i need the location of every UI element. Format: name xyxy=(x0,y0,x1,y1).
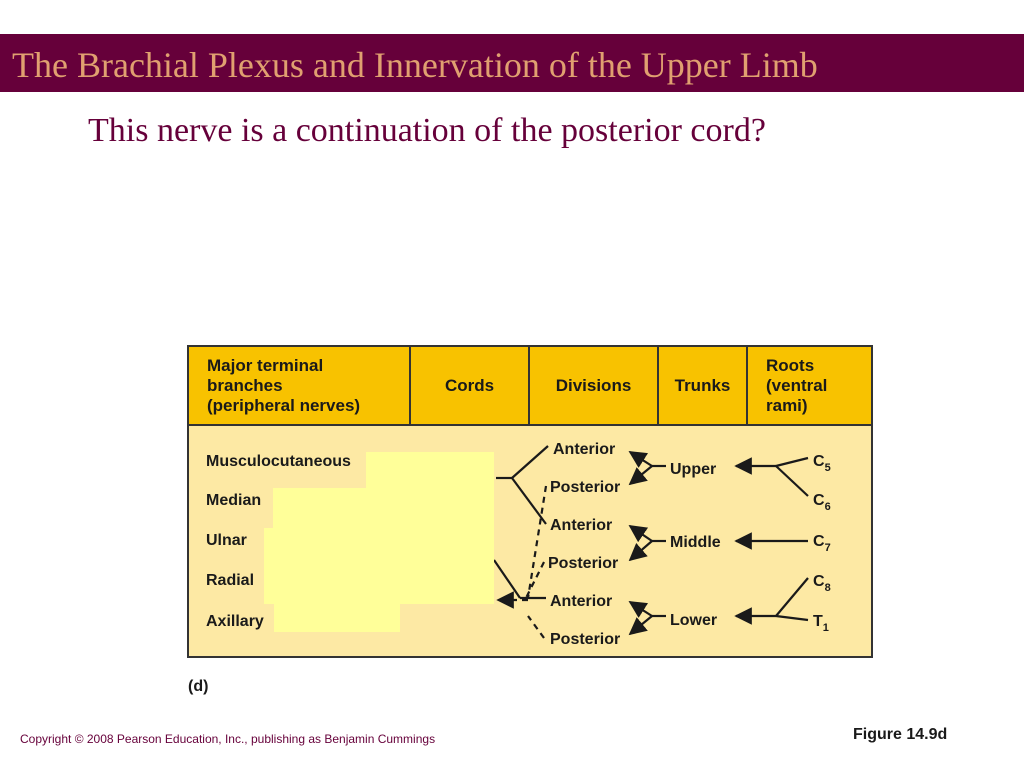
header-cords: Cords xyxy=(411,347,530,424)
header-roots: Roots (ventral rami) xyxy=(766,355,828,415)
division-posterior-middle: Posterior xyxy=(548,555,618,572)
nerve-axillary: Axillary xyxy=(206,613,264,630)
root-t1: T1 xyxy=(813,613,829,634)
slide-question: This nerve is a continuation of the post… xyxy=(88,112,766,149)
division-anterior-lower: Anterior xyxy=(550,593,612,610)
nerve-radial: Radial xyxy=(206,572,254,589)
header-trunks: Trunks xyxy=(659,347,748,424)
table-header-row: Major terminal branches (peripheral nerv… xyxy=(189,347,871,426)
division-posterior-lower: Posterior xyxy=(550,631,620,648)
nerve-musculocutaneous: Musculocutaneous xyxy=(206,453,351,470)
slide-title: The Brachial Plexus and Innervation of t… xyxy=(12,45,818,85)
division-lines xyxy=(493,445,549,639)
trunk-lines xyxy=(628,451,666,636)
copyright-notice: Copyright © 2008 Pearson Education, Inc.… xyxy=(20,732,436,746)
trunk-lower: Lower xyxy=(670,612,717,629)
header-divisions: Divisions xyxy=(530,347,659,424)
figure-panel-letter: (d) xyxy=(188,678,209,695)
nerve-median: Median xyxy=(206,492,261,509)
figure-reference: Figure 14.9d xyxy=(853,726,948,743)
header-terminal-branches: Major terminal branches (peripheral nerv… xyxy=(189,347,411,424)
title-bar xyxy=(0,34,1024,92)
root-c5: C5 xyxy=(813,453,831,474)
answer-cover xyxy=(264,452,494,632)
division-anterior-upper: Anterior xyxy=(553,441,615,458)
root-c6: C6 xyxy=(813,492,831,513)
trunk-middle: Middle xyxy=(670,534,721,551)
root-lines xyxy=(734,456,809,625)
root-c7: C7 xyxy=(813,533,831,554)
nerve-ulnar: Ulnar xyxy=(206,532,247,549)
division-posterior-upper: Posterior xyxy=(550,479,620,496)
division-anterior-middle: Anterior xyxy=(550,517,612,534)
root-c8: C8 xyxy=(813,573,831,594)
trunk-upper: Upper xyxy=(670,461,716,478)
